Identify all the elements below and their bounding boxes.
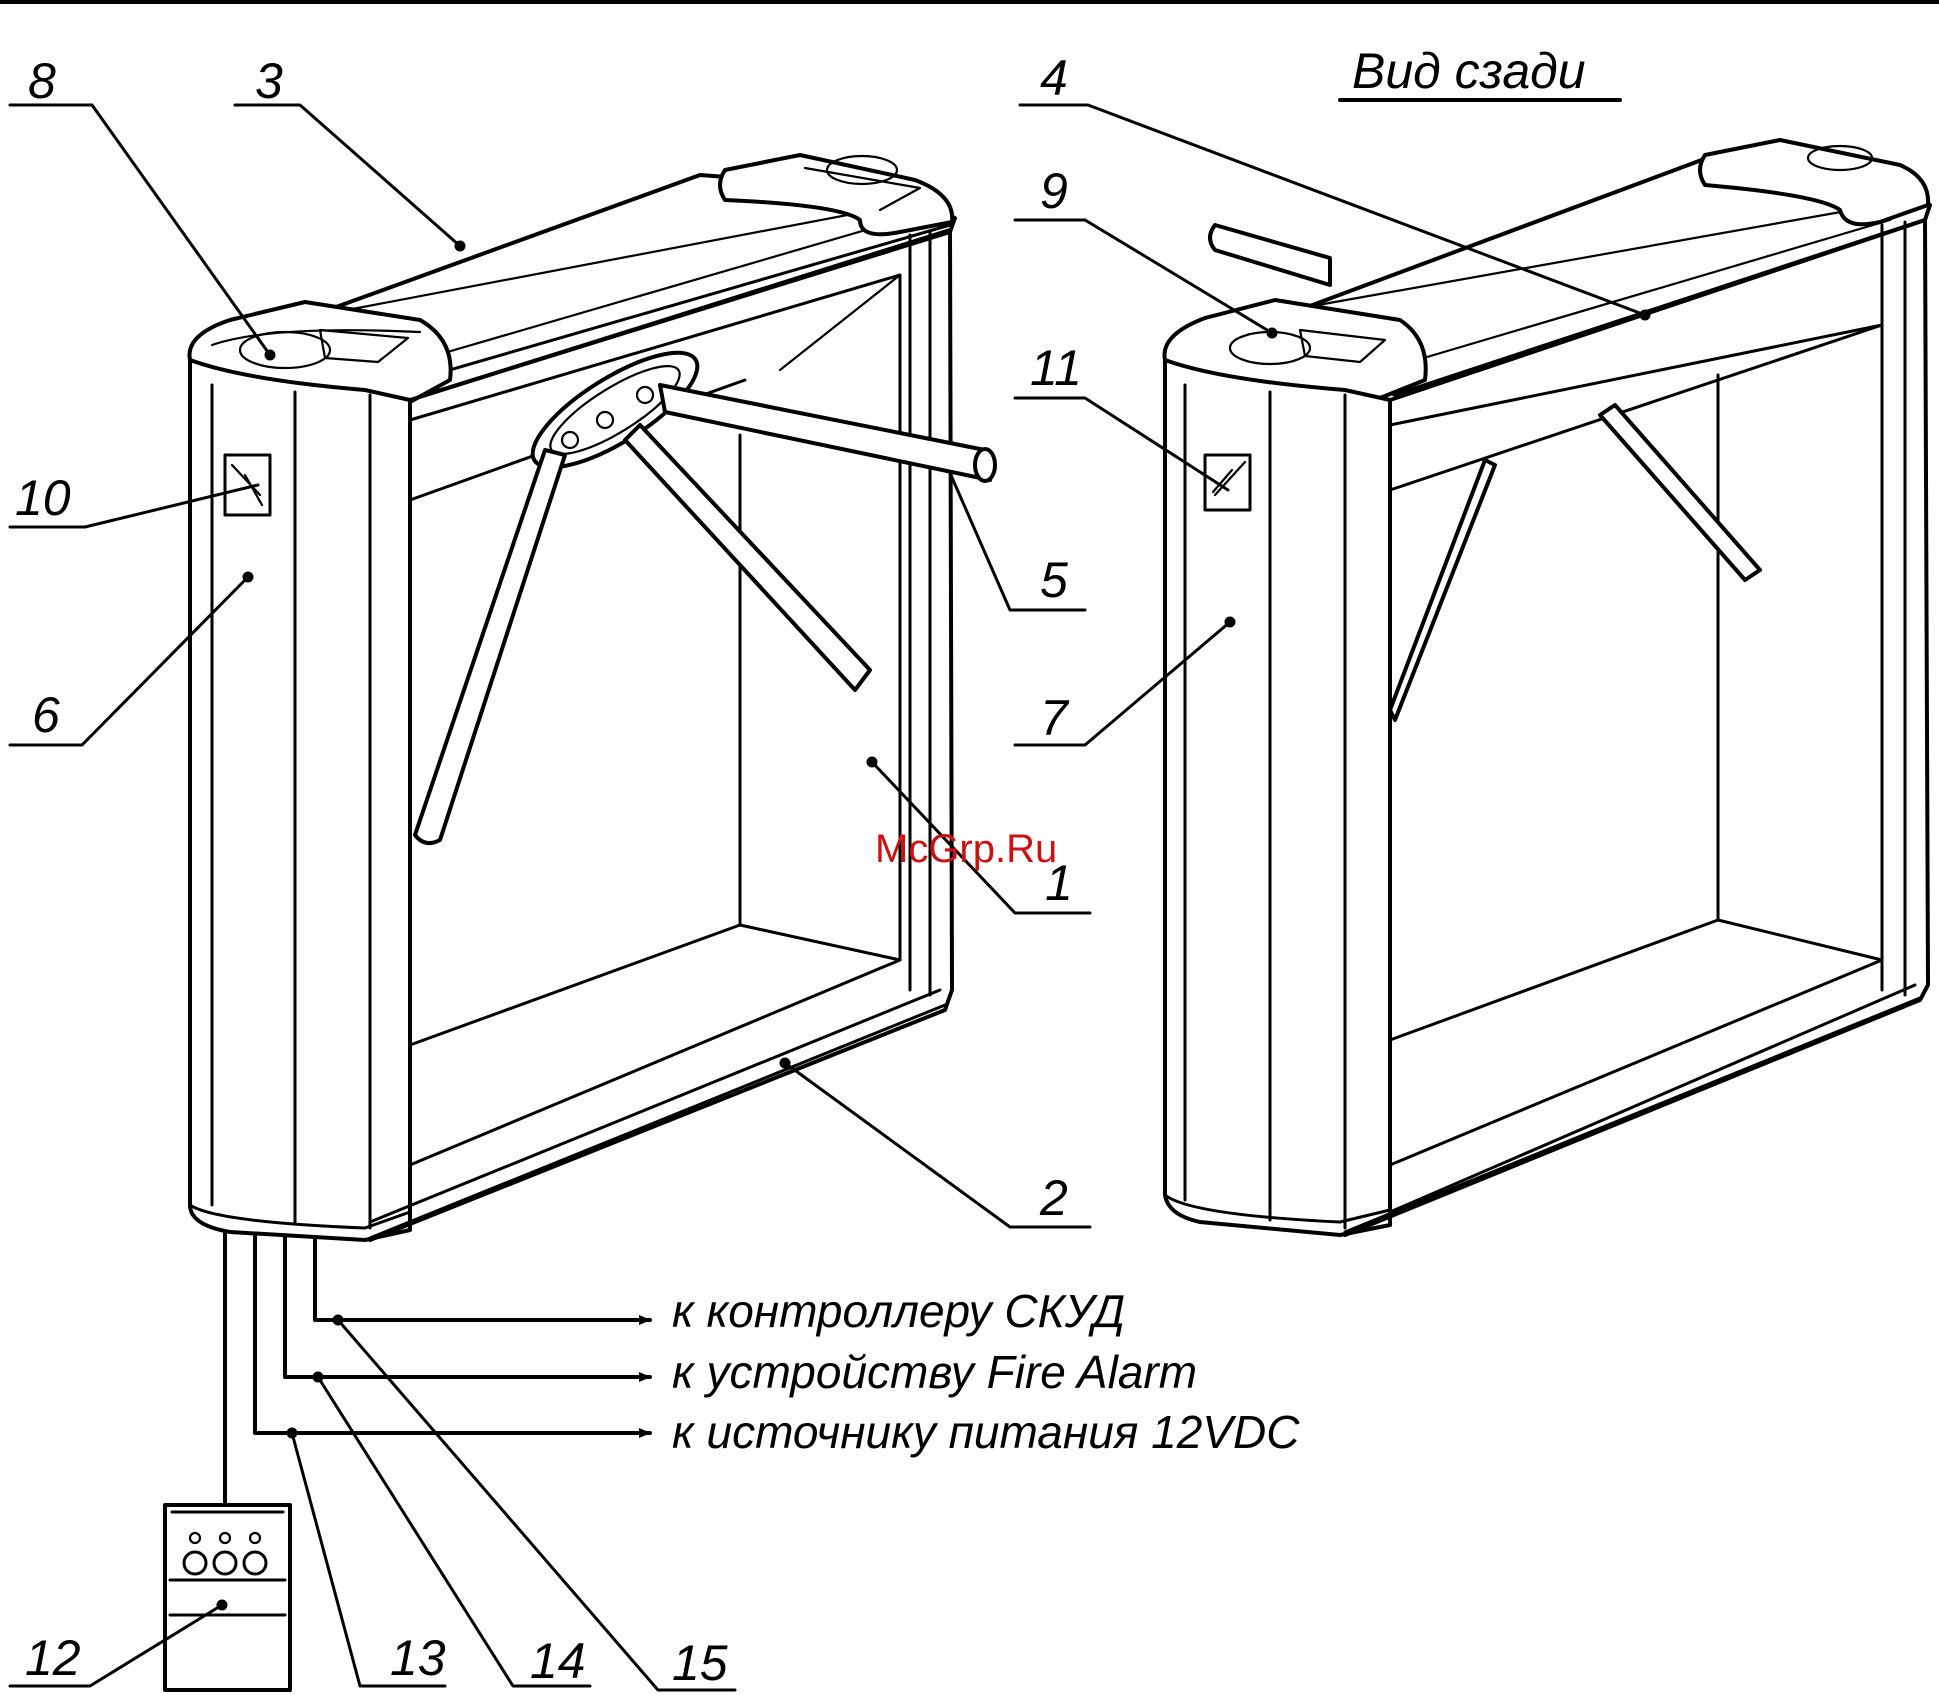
cable-acs [315, 1238, 650, 1320]
callout-8: 8 [28, 53, 56, 109]
callout-11: 11 [1030, 340, 1082, 396]
remote-control-panel [165, 1505, 290, 1690]
front-arm-down [415, 450, 565, 843]
watermark: McGrp.Ru [875, 827, 1057, 871]
callout-7: 7 [1040, 690, 1070, 746]
cables [225, 1232, 650, 1505]
rear-turnstile [1165, 140, 1931, 1235]
cable-label-fire-alarm: к устройству Fire Alarm [672, 1346, 1197, 1398]
callout-13: 13 [390, 1630, 446, 1686]
cable-label-power: к источнику питания 12VDC [672, 1406, 1300, 1458]
callout-4: 4 [1040, 50, 1068, 106]
cable-label-acs: к контроллеру СКУД [672, 1285, 1125, 1337]
callout-3: 3 [255, 53, 283, 109]
front-arm-diagonal [625, 425, 870, 690]
callout-6: 6 [32, 687, 60, 743]
rear-pedestal [1165, 360, 1390, 1235]
rear-arm-stub [1210, 225, 1330, 285]
callout-10: 10 [15, 470, 71, 526]
cable-fire-alarm [285, 1236, 650, 1377]
view-title: Вид сзади [1352, 43, 1586, 99]
callout-5: 5 [1040, 552, 1068, 608]
callout-15: 15 [672, 1635, 728, 1691]
callout-12: 12 [25, 1630, 81, 1686]
front-arm-horizontal [660, 385, 990, 480]
callout-14: 14 [530, 1633, 586, 1689]
rear-arm-down [1390, 460, 1495, 720]
callout-9: 9 [1040, 163, 1068, 219]
callout-2: 2 [1039, 1170, 1068, 1226]
rear-arm-diagonal [1600, 405, 1760, 580]
front-turnstile [190, 155, 996, 1240]
